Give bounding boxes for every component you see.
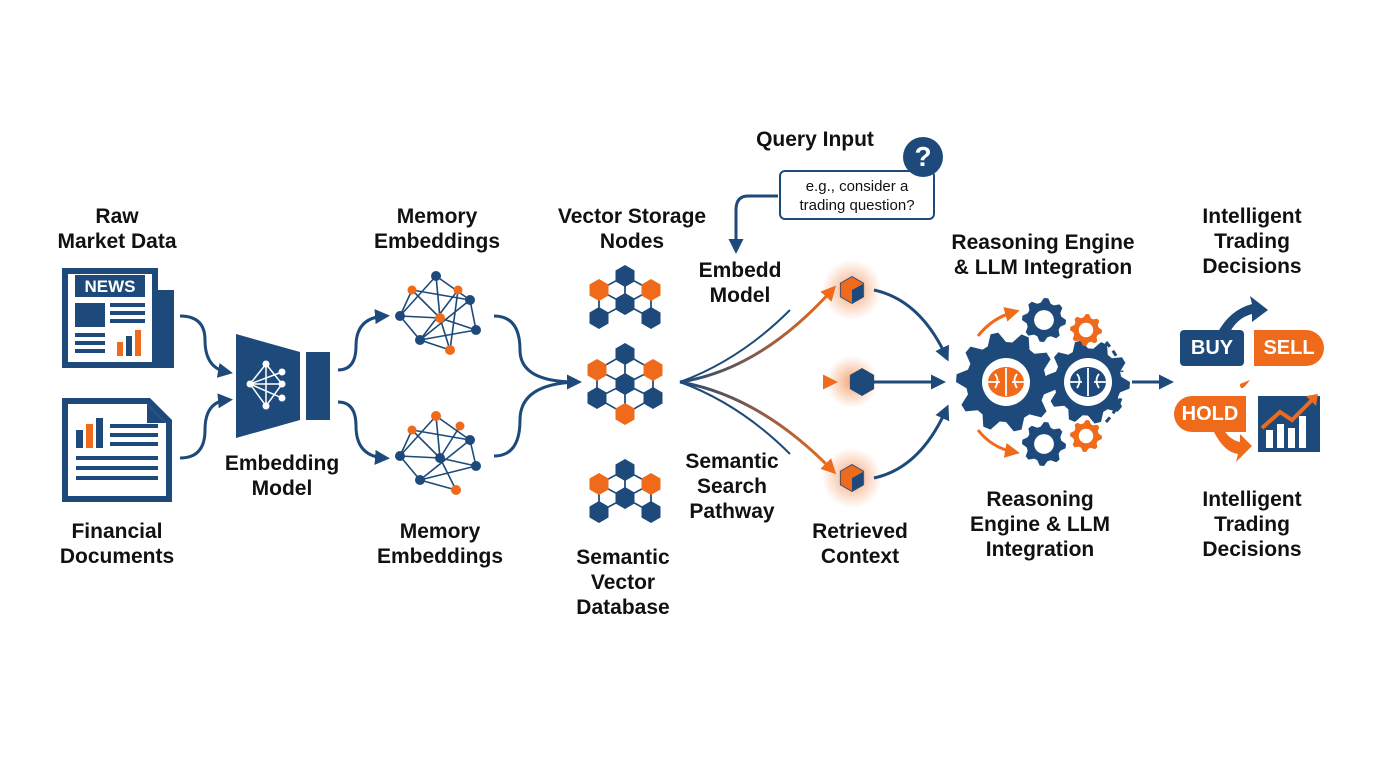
context-to-engine-connectors xyxy=(873,288,950,480)
gear-shape xyxy=(1022,298,1066,342)
vector-node xyxy=(615,487,635,509)
vector-node xyxy=(589,501,609,523)
vector-node xyxy=(641,279,661,301)
vector-node xyxy=(615,459,635,481)
brain-icon xyxy=(982,358,1030,406)
vector-cube-cluster-icon xyxy=(587,265,663,523)
vector-node xyxy=(615,265,635,287)
news-heading: NEWS xyxy=(85,277,136,296)
vector-node xyxy=(587,387,607,409)
gear-shape xyxy=(1022,422,1066,466)
vector-node xyxy=(589,473,609,495)
query-connector xyxy=(728,194,778,254)
hold-tag: HOLD xyxy=(1174,396,1246,432)
neural-network-icon xyxy=(395,411,481,495)
engine-cycle-arrows xyxy=(976,307,1020,458)
label-query-input: Query Input xyxy=(756,128,874,151)
newspaper-icon: NEWS xyxy=(62,268,174,368)
vector-node xyxy=(641,473,661,495)
model-to-embeddings-connectors xyxy=(337,309,390,465)
engine-dashed-arcs xyxy=(1104,341,1124,423)
semantic-search-fan xyxy=(679,285,838,475)
retrieved-context-cubes xyxy=(822,260,882,508)
retrieved-cube xyxy=(849,368,875,396)
decision-cycle-arrows xyxy=(1214,296,1268,462)
gear-shape xyxy=(1070,314,1102,346)
sell-tag: SELL xyxy=(1254,330,1324,366)
buy-tag: BUY xyxy=(1180,330,1244,366)
brain-icon xyxy=(1064,358,1112,406)
vector-node xyxy=(643,359,663,381)
vector-node xyxy=(643,387,663,409)
gear-shape xyxy=(1070,420,1102,452)
question-icon: ? xyxy=(903,137,943,177)
financial-document-icon xyxy=(62,398,172,502)
vector-node xyxy=(615,343,635,365)
doc-to-model-connectors xyxy=(179,314,233,460)
vector-node xyxy=(641,501,661,523)
vector-node xyxy=(589,279,609,301)
vector-node xyxy=(615,403,635,425)
vector-node xyxy=(615,373,635,395)
vector-node xyxy=(641,307,661,329)
embedding-model-icon xyxy=(236,334,330,438)
neural-network-icon xyxy=(395,271,481,355)
trend-chart-icon xyxy=(1258,394,1320,452)
embeddings-to-storage-connectors xyxy=(493,314,582,458)
label-reasoning-engine-top: Reasoning Engine& LLM Integration xyxy=(951,231,1135,279)
vector-node xyxy=(589,307,609,329)
vector-node xyxy=(587,359,607,381)
vector-node xyxy=(615,293,635,315)
